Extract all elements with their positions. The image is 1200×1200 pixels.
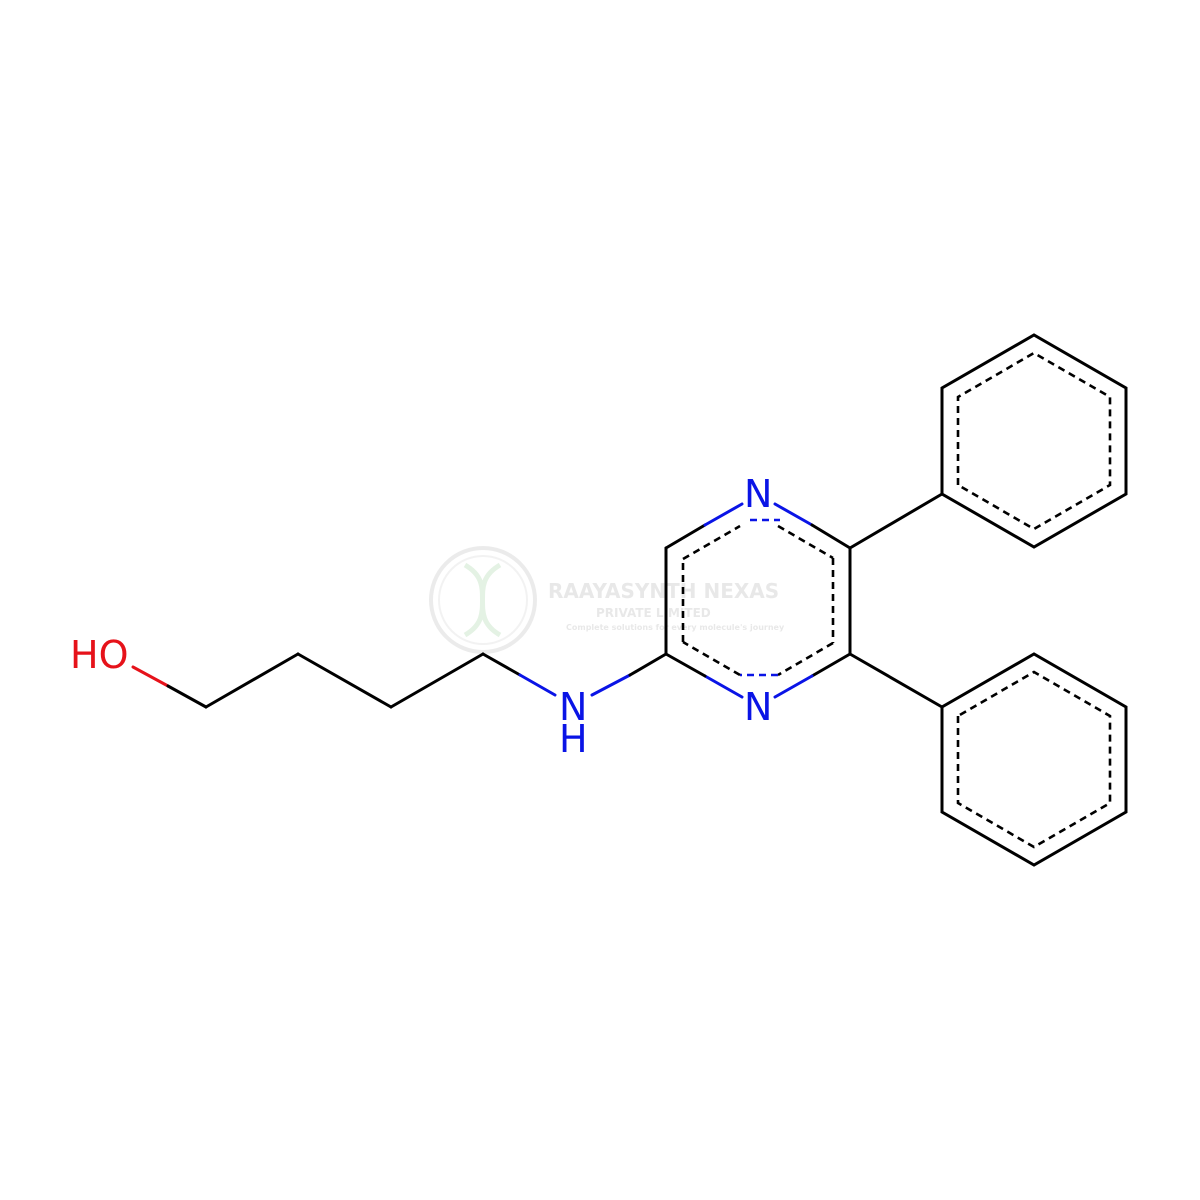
bond-ring-c4-n2-blue (773, 674, 814, 699)
bond-c2-c3 (296, 652, 393, 709)
phenyl-top-aromatic (956, 351, 1112, 531)
phenyl-bottom-aromatic (956, 670, 1112, 849)
phenyl-ring-bottom (940, 652, 1128, 867)
bond-ring-c2-n1 (664, 523, 707, 550)
watermark-tagline: Complete solutions for every molecule's … (566, 623, 785, 632)
hydroxyl-label: HO (70, 633, 128, 677)
bond-n-ring (628, 652, 668, 677)
amine-h-label: H (559, 717, 588, 761)
phenyl-top-outer (940, 333, 1128, 549)
aromatic-dash-4 (777, 524, 834, 560)
bond-ring-n2-c1 (664, 652, 707, 678)
bond-ring-phenyl-top (848, 492, 944, 550)
ring-n-bottom-label: N (744, 685, 772, 729)
bond-ring-c4-n2 (810, 652, 852, 678)
amine-n-label: N (559, 685, 587, 729)
bond-o-c1-red (131, 665, 170, 688)
bond-ring-c2-n1-blue (703, 502, 744, 527)
bond-c3-c4 (389, 652, 485, 709)
phenyl-ring-top (940, 333, 1128, 549)
watermark-logo-circle (429, 546, 537, 654)
watermark-logo-inner-circle (438, 555, 528, 645)
butanol-chain (131, 652, 668, 709)
bond-c1-c2 (204, 652, 300, 709)
aromatic-dash-2 (682, 524, 741, 561)
watermark: RAAYASYNTH NEXAS PRIVATE LIMITED Complet… (429, 546, 785, 654)
bond-ring-n1-c3-blue (773, 502, 814, 527)
watermark-name: RAAYASYNTH NEXAS (548, 579, 779, 603)
bond-c4-n-blue (518, 673, 557, 697)
bond-ring-phenyl-bottom (848, 652, 944, 709)
bond-c4-n (481, 652, 522, 677)
pyrazine-ring (664, 502, 852, 699)
phenyl-bottom-outer (940, 652, 1128, 867)
watermark-subtitle: PRIVATE LIMITED (596, 606, 711, 620)
aromatic-dash-6 (777, 641, 834, 677)
ring-n-top-label: N (744, 472, 772, 516)
bond-o-c1 (166, 684, 208, 709)
bond-ring-n2-c1-blue (703, 674, 744, 699)
dna-helix-icon (463, 562, 502, 638)
bond-ring-n1-c3 (810, 523, 852, 550)
aromatic-dash-8 (682, 640, 741, 677)
bond-n-ring-blue (590, 673, 632, 697)
